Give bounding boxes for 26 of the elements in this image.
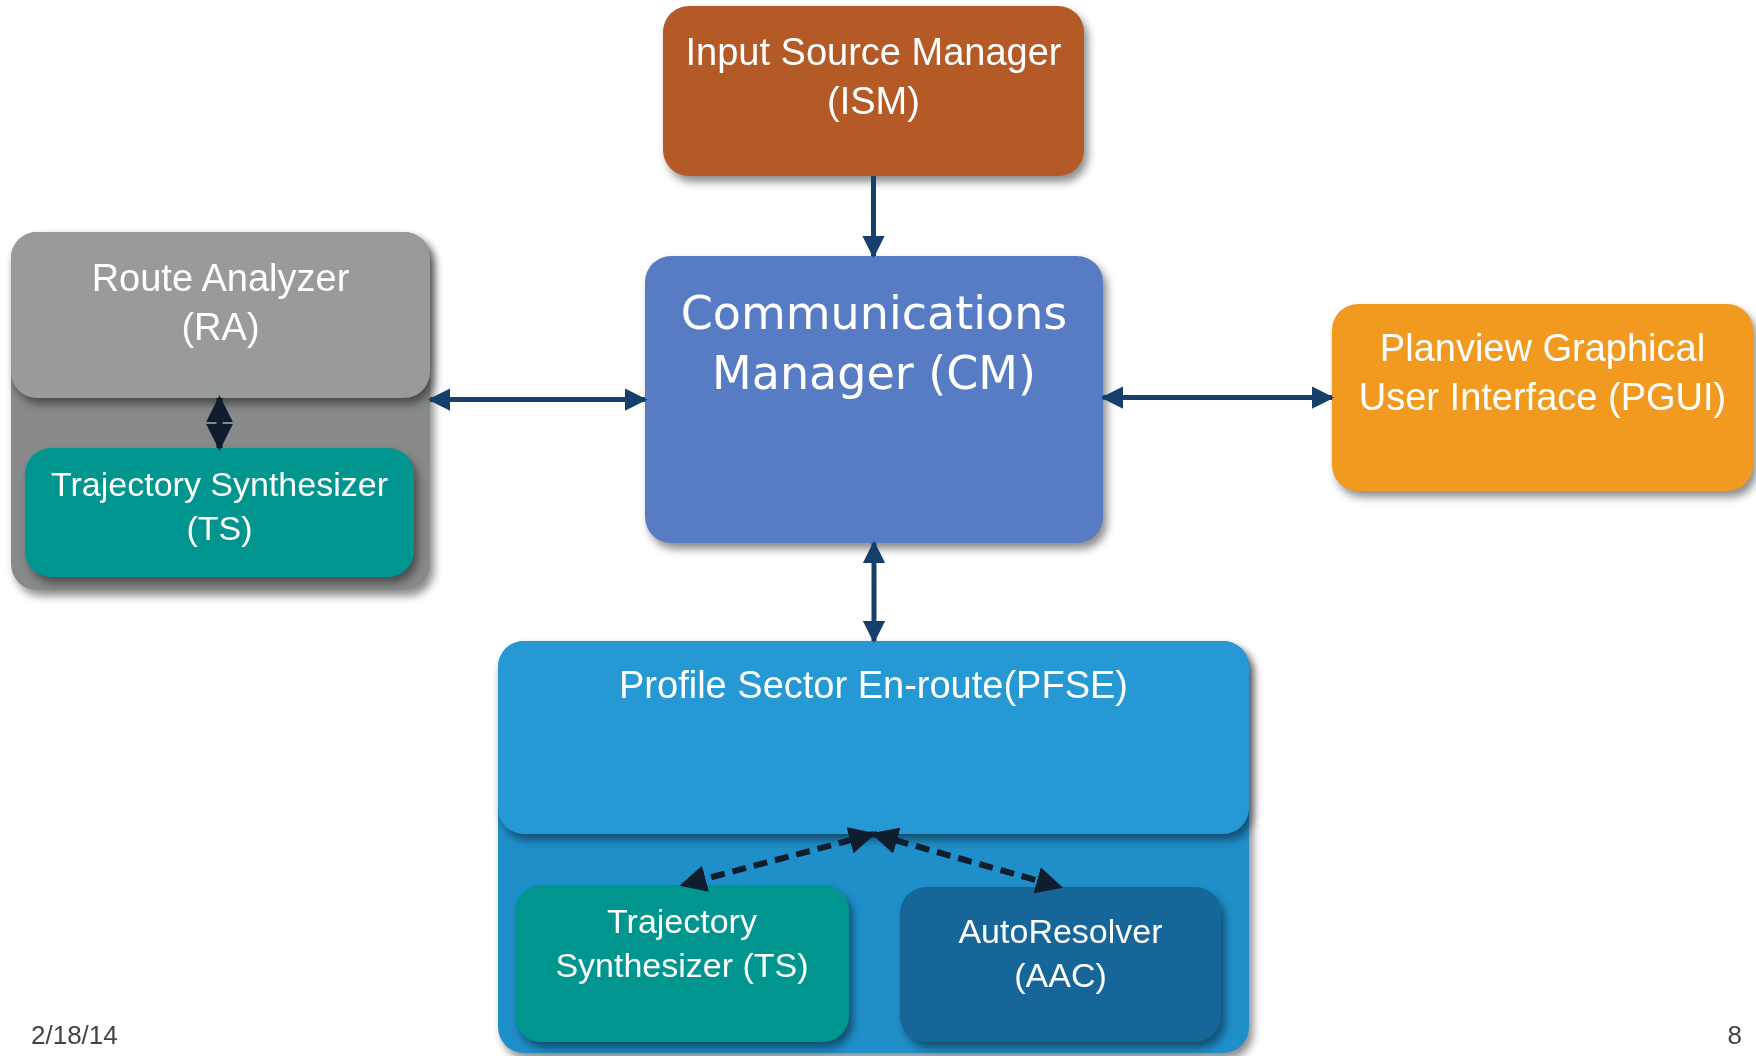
process-box (645, 256, 1103, 543)
subprocess-box (900, 887, 1221, 1042)
page-number: 8 (1727, 1020, 1742, 1051)
process-box (1332, 304, 1753, 491)
dashed-arrow (206, 395, 233, 451)
process-box (663, 6, 1084, 176)
box-label: Trajectory Synthesizer (TS) (50, 464, 389, 550)
box-label: Input Source Manager (ISM) (684, 30, 1063, 125)
date-label: 2/18/14 (31, 1020, 118, 1051)
container-box (11, 232, 430, 590)
box-label: Trajectory Synthesizer (TS) (554, 901, 810, 987)
subprocess-box (25, 448, 414, 577)
box-label: Planview Graphical User Interface (PGUI) (1357, 326, 1728, 421)
container-box (498, 641, 1249, 1053)
arrow (427, 388, 648, 411)
subprocess-box (11, 232, 430, 398)
subprocess-box (515, 885, 849, 1042)
arrow (862, 540, 886, 644)
arrow (1100, 386, 1335, 409)
arrow (862, 176, 885, 259)
box-label: Route Analyzer (RA) (90, 256, 351, 351)
box-label: AutoResolver (AAC) (957, 911, 1164, 997)
box-label: Communications Manager (CM) (679, 285, 1069, 402)
subprocess-box (498, 641, 1249, 834)
dashed-arrow (870, 827, 1064, 894)
box-label: Profile Sector En-route(PFSE) (618, 663, 1129, 708)
